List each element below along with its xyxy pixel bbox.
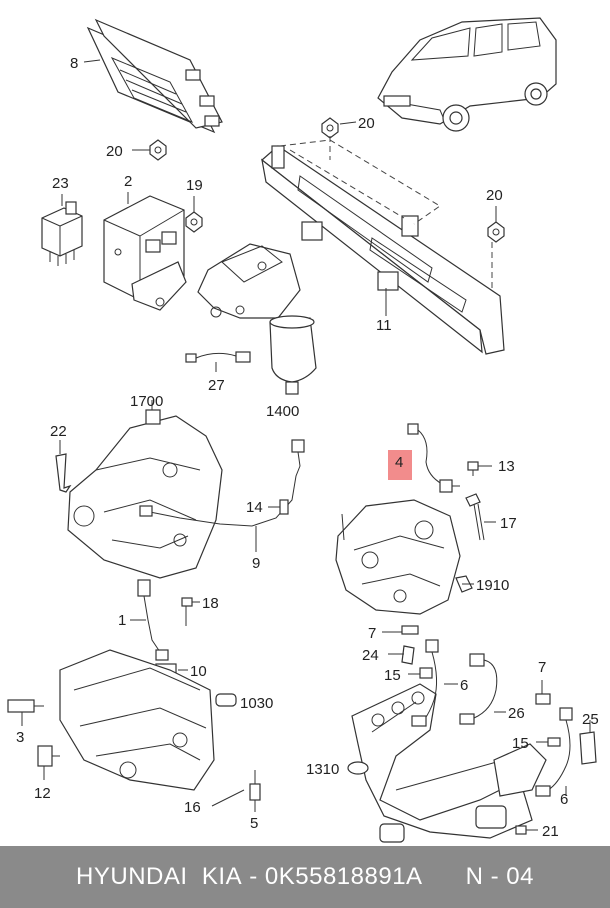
sensor-12-drawing (37, 745, 60, 780)
callout-6-lower: 6 (560, 791, 568, 808)
nut-20-left-drawing (132, 139, 167, 161)
callout-1400: 1400 (266, 403, 299, 420)
bracket-22-drawing (55, 440, 72, 493)
nut-20-upper-drawing (321, 117, 357, 160)
callout-1030: 1030 (240, 695, 273, 712)
callout-20-left: 20 (106, 143, 123, 160)
bracket-24-drawing (388, 645, 415, 665)
callout-18: 18 (202, 595, 219, 612)
callout-17: 17 (500, 515, 517, 532)
callout-15-lower: 15 (512, 735, 529, 752)
harness-9-drawing (139, 439, 305, 552)
parts-diagram: 8 20 20 20 23 2 19 11 27 1400 1700 22 14… (7, 17, 599, 843)
bolt-14-drawing (268, 499, 289, 515)
footer-gap (423, 863, 466, 891)
callout-7-lower: 7 (538, 659, 546, 676)
callout-9: 9 (252, 555, 260, 572)
oxygen-sensor-6-lower-drawing (535, 707, 573, 797)
bolt-13-drawing (467, 461, 492, 476)
callout-4: 4 (395, 454, 403, 471)
bolt-15-upper-drawing (408, 667, 433, 679)
callout-14: 14 (246, 499, 263, 516)
callout-8: 8 (70, 55, 78, 72)
oxygen-sensor-26-drawing (459, 653, 506, 725)
footer-separator: - (242, 863, 265, 890)
callout-5: 5 (250, 815, 258, 832)
callout-1310: 1310 (306, 761, 339, 778)
callout-24: 24 (362, 647, 379, 664)
bolt-15-lower-drawing (536, 737, 561, 747)
callout-6-upper: 6 (460, 677, 468, 694)
nut-19-drawing (185, 196, 203, 233)
callout-2: 2 (124, 173, 132, 190)
bracket-25-drawing (579, 720, 597, 765)
part-number-footer: HYUNDAI KIA - 0K55818891A N - 04 (0, 846, 610, 908)
sensor-5-drawing (211, 770, 261, 812)
bolt-21-drawing (515, 825, 538, 835)
callout-19: 19 (186, 177, 203, 194)
ecu-bracket-drawing (261, 139, 505, 355)
callout-13: 13 (498, 458, 515, 475)
callout-20-upper: 20 (358, 115, 375, 132)
callout-1: 1 (118, 612, 126, 629)
sensor-3-drawing (7, 699, 44, 726)
callout-1910: 1910 (476, 577, 509, 594)
clip-17-drawing (465, 493, 496, 541)
vehicle-silhouette-drawing (377, 17, 557, 132)
exhaust-manifold-drawing (347, 683, 547, 843)
callout-16: 16 (184, 799, 201, 816)
control-module-2-drawing (103, 192, 187, 311)
clip-7-upper-drawing (382, 625, 419, 635)
callout-23: 23 (52, 175, 69, 192)
clip-7-lower-drawing (535, 680, 551, 705)
callout-20-right: 20 (486, 187, 503, 204)
nut-20-right-drawing (487, 206, 505, 243)
engine-1030-drawing (59, 649, 237, 791)
callout-26: 26 (508, 705, 525, 722)
footer-position: N - 04 (465, 863, 534, 890)
canister-assembly-drawing (197, 243, 317, 395)
callout-11: 11 (376, 317, 392, 334)
sensor-4-drawing (407, 423, 460, 493)
callout-22: 22 (50, 423, 67, 440)
callout-7-upper: 7 (368, 625, 376, 642)
callout-27: 27 (208, 377, 225, 394)
sensor-27-drawing (185, 351, 251, 372)
callout-1700: 1700 (130, 393, 163, 410)
oxygen-sensor-6-upper-drawing (411, 639, 458, 727)
transaxle-1700-drawing (67, 400, 223, 579)
callout-3: 3 (16, 729, 24, 746)
footer-part-number: 0K55818891A (264, 863, 423, 890)
relay-23-drawing (41, 194, 83, 266)
footer-brand: HYUNDAI KIA (76, 863, 243, 890)
callout-15-upper: 15 (384, 667, 401, 684)
callout-12: 12 (34, 785, 51, 802)
callout-21: 21 (542, 823, 559, 840)
callout-25: 25 (582, 711, 599, 728)
transaxle-1910-drawing (335, 499, 474, 615)
callout-10: 10 (190, 663, 207, 680)
highlight-box (388, 450, 412, 480)
ecu-module-drawing (83, 18, 223, 134)
bolt-18-drawing (181, 597, 200, 626)
